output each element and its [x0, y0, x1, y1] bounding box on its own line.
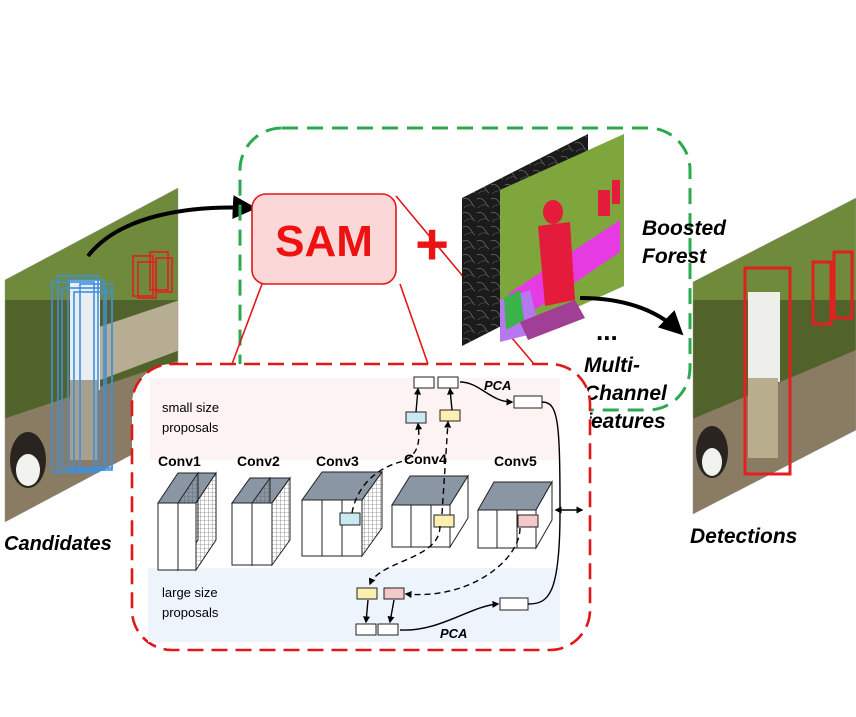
conv2-block — [231, 476, 291, 567]
conv5-roi-feature — [517, 514, 539, 528]
conv2-label: Conv2 — [237, 453, 280, 469]
large-pooled-features — [355, 587, 529, 636]
multichannel-label-line2: Channel — [584, 382, 668, 405]
boosted-forest-label-line1: Boosted — [642, 217, 727, 240]
pca-label-top: PCA — [484, 378, 511, 393]
candidates-label: Candidates — [4, 533, 112, 555]
boosted-forest-label-line2: Forest — [642, 245, 707, 268]
conv3-label: Conv3 — [316, 453, 359, 469]
detection-boxes — [743, 250, 854, 476]
small-proposals-band — [150, 378, 560, 460]
candidate-boxes-blue — [51, 275, 113, 473]
small-proposals-label-line1: small size — [162, 400, 219, 415]
conv3-block — [301, 470, 383, 558]
conv4-label: Conv4 — [404, 451, 447, 467]
large-proposals-label-line2: proposals — [162, 605, 219, 620]
multichannel-label-line1: Multi- — [584, 354, 640, 377]
multichannel-label-line3: features — [584, 410, 666, 433]
sam-label: SAM — [275, 217, 373, 266]
candidate-boxes-red — [132, 251, 173, 299]
candidates-image — [4, 187, 179, 523]
plus-sign: + — [415, 212, 449, 277]
multichannel-feature-maps — [462, 134, 624, 346]
sam-box — [251, 193, 397, 285]
conv3-roi-feature — [339, 512, 361, 526]
conv1-label: Conv1 — [158, 453, 201, 469]
conv5-block — [477, 480, 553, 550]
conv4-roi-feature — [433, 514, 455, 528]
conv4-block — [391, 474, 469, 549]
pca-label-bottom: PCA — [440, 626, 467, 641]
features-to-detections-arrow — [579, 296, 684, 336]
large-proposals-label-line1: large size — [162, 585, 218, 600]
detections-label: Detections — [690, 525, 797, 548]
flow-arrows — [351, 381, 584, 631]
ellipsis-label: ... — [596, 316, 618, 346]
candidates-to-sam-arrow — [86, 195, 257, 258]
conv5-label: Conv5 — [494, 453, 537, 469]
conv1-block — [157, 471, 217, 572]
small-proposals-label-line2: proposals — [162, 420, 219, 435]
zoom-lines — [231, 195, 535, 365]
